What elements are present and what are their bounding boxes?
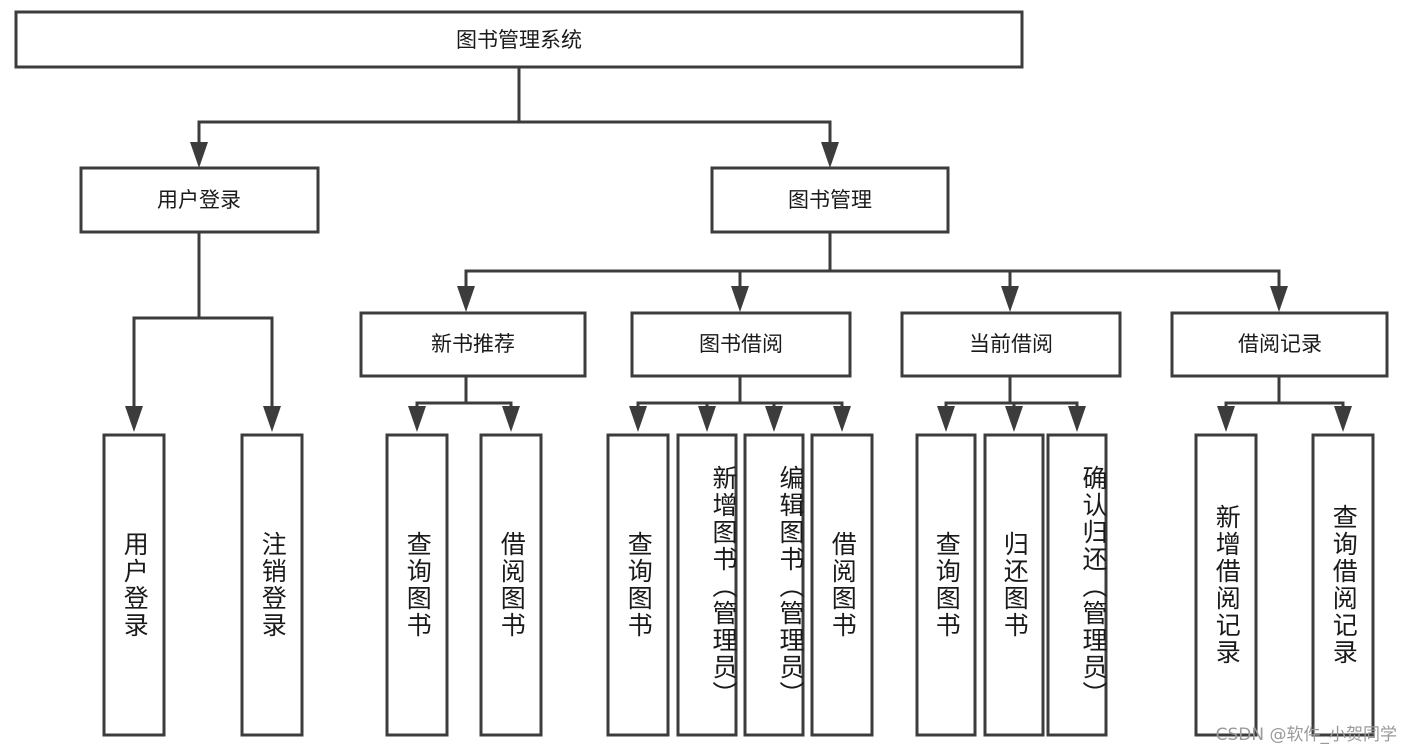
leaf-borrow-book-1-box[interactable] xyxy=(479,433,543,737)
arrow-leaf-user-login xyxy=(125,406,143,432)
leaf-query-record-box[interactable] xyxy=(1311,433,1375,737)
arrow-book-borrow xyxy=(731,286,749,312)
node-user-login-label: 用户登录 xyxy=(157,188,241,212)
arrow-user-login xyxy=(190,142,208,168)
connector-book-management-to-level3 xyxy=(457,230,1288,312)
leaf-user-login-box[interactable] xyxy=(102,433,166,737)
leaf-query-book-2-box[interactable] xyxy=(606,433,670,737)
node-book-management[interactable]: 图书管理 xyxy=(710,166,950,234)
node-book-management-system-label: 图书管理系统 xyxy=(456,28,582,52)
leaf-add-book-box[interactable] xyxy=(676,433,738,737)
connector-new-book-recommend-to-leaves xyxy=(408,374,520,432)
connector-user-login-to-leaves xyxy=(125,230,281,432)
csdn-watermark: CSDN @软件_小贺同学 xyxy=(1215,725,1397,745)
node-user-login[interactable]: 用户登录 xyxy=(79,166,320,234)
arrow-book-management xyxy=(821,142,839,168)
node-new-book-recommend-box xyxy=(359,311,587,378)
arrow-leaf-query-book-3 xyxy=(937,406,955,432)
node-current-borrow-label: 当前借阅 xyxy=(969,332,1053,356)
node-book-borrow-box xyxy=(630,311,852,378)
arrow-leaf-add-book xyxy=(698,406,716,432)
arrow-leaf-borrow-book-2 xyxy=(833,406,851,432)
node-book-borrow[interactable]: 图书借阅 xyxy=(630,311,852,378)
node-current-borrow-box xyxy=(900,311,1122,378)
node-new-book-recommend[interactable]: 新书推荐 xyxy=(359,311,587,378)
node-new-book-recommend-label: 新书推荐 xyxy=(431,332,515,356)
node-book-management-label: 图书管理 xyxy=(788,188,872,212)
node-book-management-box xyxy=(710,166,950,234)
arrow-leaf-query-book-1 xyxy=(408,406,426,432)
node-book-management-system[interactable]: 图书管理系统 xyxy=(14,10,1024,69)
leaf-boxes xyxy=(102,433,1375,737)
node-book-management-system-box xyxy=(14,10,1024,69)
arrow-leaf-add-record xyxy=(1217,406,1235,432)
arrow-leaf-borrow-book-1 xyxy=(502,406,520,432)
node-user-login-box xyxy=(79,166,320,234)
arrow-current-borrow xyxy=(1001,286,1019,312)
arrow-leaf-query-record xyxy=(1334,406,1352,432)
node-current-borrow[interactable]: 当前借阅 xyxy=(900,311,1122,378)
node-borrow-record[interactable]: 借阅记录 xyxy=(1170,311,1389,378)
node-borrow-record-label: 借阅记录 xyxy=(1238,332,1322,356)
node-book-borrow-label: 图书借阅 xyxy=(699,332,783,356)
arrow-leaf-query-book-2 xyxy=(629,406,647,432)
arrow-leaf-confirm-return xyxy=(1068,406,1086,432)
leaf-query-book-1-box[interactable] xyxy=(385,433,449,737)
arrow-new-book-recommend xyxy=(457,286,475,312)
connector-root-to-level2 xyxy=(190,65,839,168)
leaf-add-record-box[interactable] xyxy=(1194,433,1258,737)
leaf-query-book-3-box[interactable] xyxy=(915,433,977,737)
arrow-leaf-logout xyxy=(263,406,281,432)
leaf-edit-book-box[interactable] xyxy=(743,433,805,737)
connector-book-borrow-to-leaves xyxy=(629,374,851,432)
connector-current-borrow-to-leaves xyxy=(937,374,1086,432)
connector-borrow-record-to-leaves xyxy=(1217,374,1352,432)
arrow-borrow-record xyxy=(1270,286,1288,312)
leaf-return-book-box[interactable] xyxy=(983,433,1045,737)
leaf-logout-box[interactable] xyxy=(240,433,304,737)
node-borrow-record-box xyxy=(1170,311,1389,378)
leaf-borrow-book-2-box[interactable] xyxy=(810,433,874,737)
arrow-leaf-return-book xyxy=(1005,406,1023,432)
arrow-leaf-edit-book xyxy=(765,406,783,432)
leaf-confirm-return-box[interactable] xyxy=(1046,433,1108,737)
